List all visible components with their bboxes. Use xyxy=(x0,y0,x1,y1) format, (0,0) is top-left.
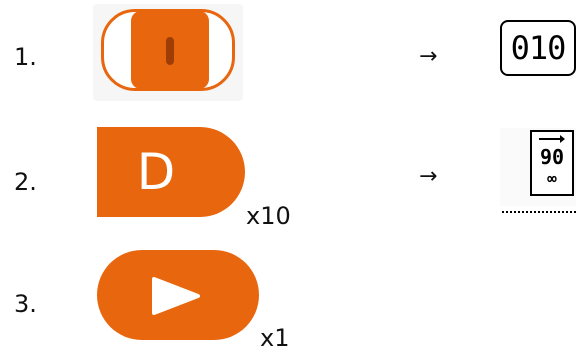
right-arrow-icon xyxy=(539,135,565,143)
lcd-speed-value: 90 xyxy=(539,145,565,169)
right-arrow-icon: → xyxy=(419,44,438,69)
lcd-counter-display xyxy=(500,20,576,76)
d-button-label: D xyxy=(136,143,176,201)
step-2-number: 2. xyxy=(14,168,37,196)
lcd-speed-display xyxy=(530,130,574,196)
step-2-multiplier: x10 xyxy=(246,202,291,230)
step-1-number: 1. xyxy=(14,43,37,71)
lcd-infinity-symbol: ∞ xyxy=(547,169,557,188)
toggle-switch-icon xyxy=(166,37,174,65)
step-3-number: 3. xyxy=(14,290,37,318)
right-arrow-icon: → xyxy=(419,164,438,189)
play-icon xyxy=(152,277,200,315)
lcd-dotted-baseline xyxy=(502,211,576,213)
d-button[interactable] xyxy=(97,127,245,217)
step-3-multiplier: x1 xyxy=(260,324,290,352)
lcd-counter-value: 010 xyxy=(510,29,567,67)
